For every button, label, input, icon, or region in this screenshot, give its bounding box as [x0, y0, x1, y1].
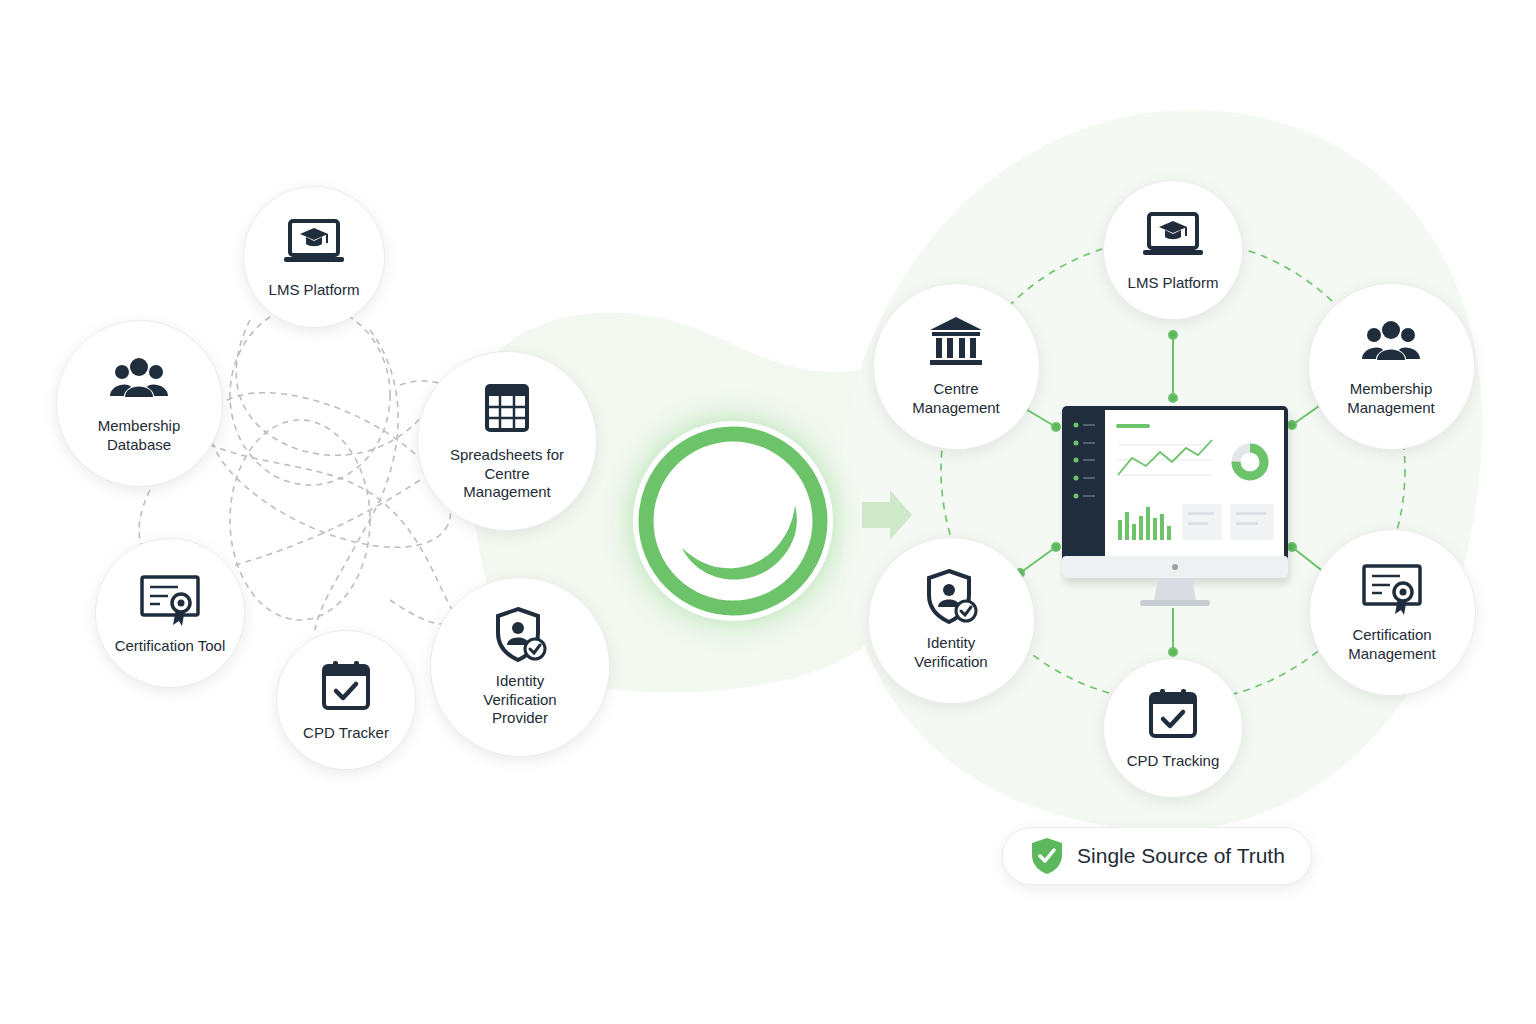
sidebar-dots — [1074, 423, 1079, 499]
node-label: Identity Verification — [892, 634, 1010, 672]
donut-chart — [1236, 448, 1264, 476]
header-bar — [1116, 424, 1150, 428]
monitor-button — [1172, 564, 1178, 570]
module-circle: Spreadsheets for Centre Management — [417, 351, 597, 531]
bar-chart — [1118, 507, 1171, 540]
cert-icon — [1360, 560, 1424, 618]
grid-icon — [475, 380, 539, 438]
node-label: CPD Tracking — [1127, 752, 1220, 771]
module-circle: Membership Management — [1308, 283, 1475, 450]
status-badge: Single Source of Truth — [1002, 827, 1312, 885]
monitor-frame — [1062, 406, 1288, 578]
module-circle: Certification Management — [1309, 529, 1476, 696]
sidebar-lines — [1083, 424, 1095, 497]
module-circle: Certification Tool — [95, 538, 245, 688]
monitor-base — [1140, 600, 1210, 606]
node-label: Certification Tool — [115, 637, 226, 656]
monitor-stand — [1154, 578, 1196, 600]
spokes — [1016, 331, 1329, 656]
node-label: LMS Platform — [1128, 274, 1219, 293]
shield-icon — [919, 568, 983, 626]
module-circle: LMS Platform — [1103, 180, 1243, 320]
donut-track — [1236, 448, 1264, 476]
tangle-curve — [236, 320, 440, 455]
spoke-dot — [1169, 331, 1177, 339]
module-circle: Membership Database — [56, 320, 223, 487]
bank-icon — [924, 314, 988, 372]
module-circle: LMS Platform — [243, 186, 385, 328]
cal-icon — [314, 658, 378, 716]
cert-icon — [138, 571, 202, 629]
spoke-dot — [1052, 423, 1060, 431]
module-circle: Identity Verification Provider — [430, 577, 610, 757]
background-blob — [839, 110, 1482, 831]
node-label: Membership Database — [80, 417, 198, 455]
stat-card — [1182, 504, 1222, 540]
shield-icon — [488, 606, 552, 664]
line-chart — [1118, 440, 1212, 475]
logo-swoosh — [682, 505, 797, 580]
node-label: Identity Verification Provider — [461, 672, 579, 728]
node-label: CPD Tracker — [303, 724, 389, 743]
lms-icon — [1141, 208, 1205, 266]
logo-base — [633, 421, 833, 621]
node-label: Single Source of Truth — [1077, 843, 1285, 869]
spoke-line — [1172, 608, 1174, 652]
node-label: Centre Management — [897, 380, 1015, 418]
cal-icon — [1141, 686, 1205, 744]
module-circle: CPD Tracking — [1103, 658, 1243, 798]
spoke-line — [1024, 408, 1056, 427]
logo-glow — [629, 417, 837, 625]
module-circle: CPD Tracker — [276, 630, 416, 770]
chart-grid — [1118, 445, 1212, 475]
spoke-line — [1020, 547, 1056, 573]
spoke-dot — [1052, 543, 1060, 551]
spoke-line — [1172, 335, 1174, 398]
dashboard-monitor — [1062, 406, 1290, 606]
node-label: Membership Management — [1332, 380, 1450, 418]
spoke-line — [1292, 404, 1322, 425]
node-label: LMS Platform — [269, 281, 360, 300]
shield-check-icon — [1029, 836, 1065, 876]
transform-arrow — [862, 490, 912, 540]
lms-icon — [282, 215, 346, 273]
module-circle: Identity Verification — [868, 537, 1035, 704]
tangle-curve — [235, 480, 420, 565]
node-label: Spreadsheets for Centre Management — [448, 446, 566, 502]
monitor-screen — [1105, 410, 1284, 556]
people-icon — [1359, 314, 1423, 372]
stat-card — [1230, 504, 1274, 540]
node-label: Certification Management — [1333, 626, 1451, 664]
people-icon — [107, 351, 171, 409]
module-circle: Centre Management — [873, 283, 1040, 450]
logo-ring — [646, 434, 820, 608]
spoke-dot — [1169, 648, 1177, 656]
stat-lines — [1188, 512, 1266, 525]
spoke-dot — [1169, 394, 1177, 402]
monitor-chin — [1062, 556, 1288, 578]
tangle-curve — [315, 330, 398, 630]
